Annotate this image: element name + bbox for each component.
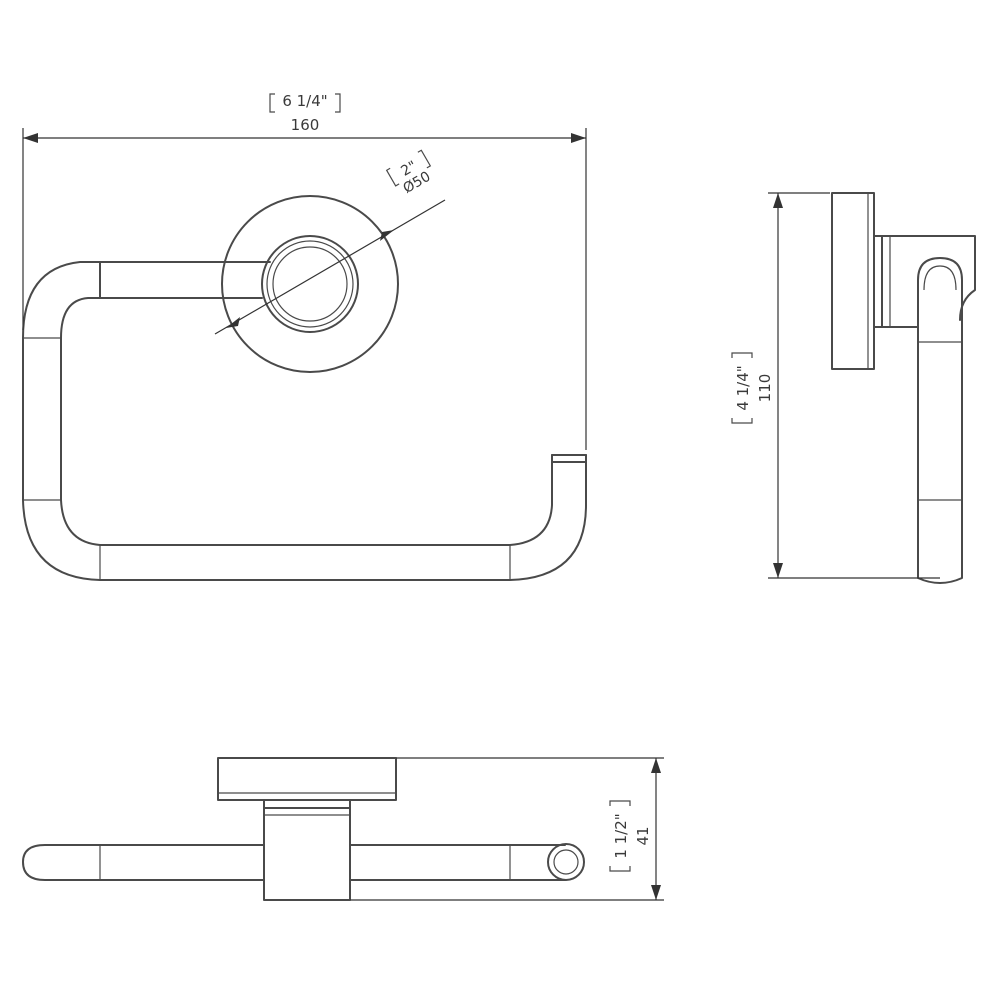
width-bracket [269,93,341,113]
width-arrow-right [571,133,586,143]
rosette-ring-1 [261,235,359,333]
end-cap [551,454,587,463]
top-view: 1 1/2" 41 [22,757,664,901]
side-view: 4 1/4" 110 [731,192,976,584]
diameter-bracket [385,149,432,187]
top-bar-end-inner [553,849,579,875]
depth-arrow-top [651,758,661,773]
rosette-outer [221,195,399,373]
top-backplate [217,757,397,801]
diameter-imperial: 2" [398,158,419,180]
height-arrow-bottom [773,563,783,578]
height-label-group: 4 1/4" 110 [731,352,774,424]
depth-label-group: 1 1/2" 41 [609,800,652,872]
side-hook-inner [923,265,957,291]
rosette-ring-2 [266,240,354,328]
diameter-arrow-right [380,230,394,241]
front-view: 2" Ø50 6 1/4" 160 [22,92,587,581]
depth-bracket [609,800,631,872]
diameter-label-group: 2" Ø50 [385,149,433,197]
depth-arrow-bottom [651,885,661,900]
height-metric: 110 [756,374,774,403]
height-bracket [731,352,753,424]
side-connector [873,235,976,328]
depth-imperial: 1 1/2" [612,813,630,858]
rosette-ring-3 [272,246,348,322]
diameter-arrow-left [226,317,240,328]
top-bar [22,844,566,881]
diameter-dimension-line [214,199,446,335]
top-connector [263,799,351,901]
height-arrow-top [773,193,783,208]
side-hook [917,257,963,584]
width-imperial: 6 1/4" [282,92,327,110]
depth-metric: 41 [634,826,652,845]
ring-outer-outline [22,261,587,581]
height-imperial: 4 1/4" [734,365,752,410]
side-backplate [831,192,875,370]
top-arm [99,261,271,299]
width-arrow-left [23,133,38,143]
width-metric: 160 [291,116,320,134]
ring-inner-outline [60,297,587,546]
top-bar-end-outer [547,843,585,881]
